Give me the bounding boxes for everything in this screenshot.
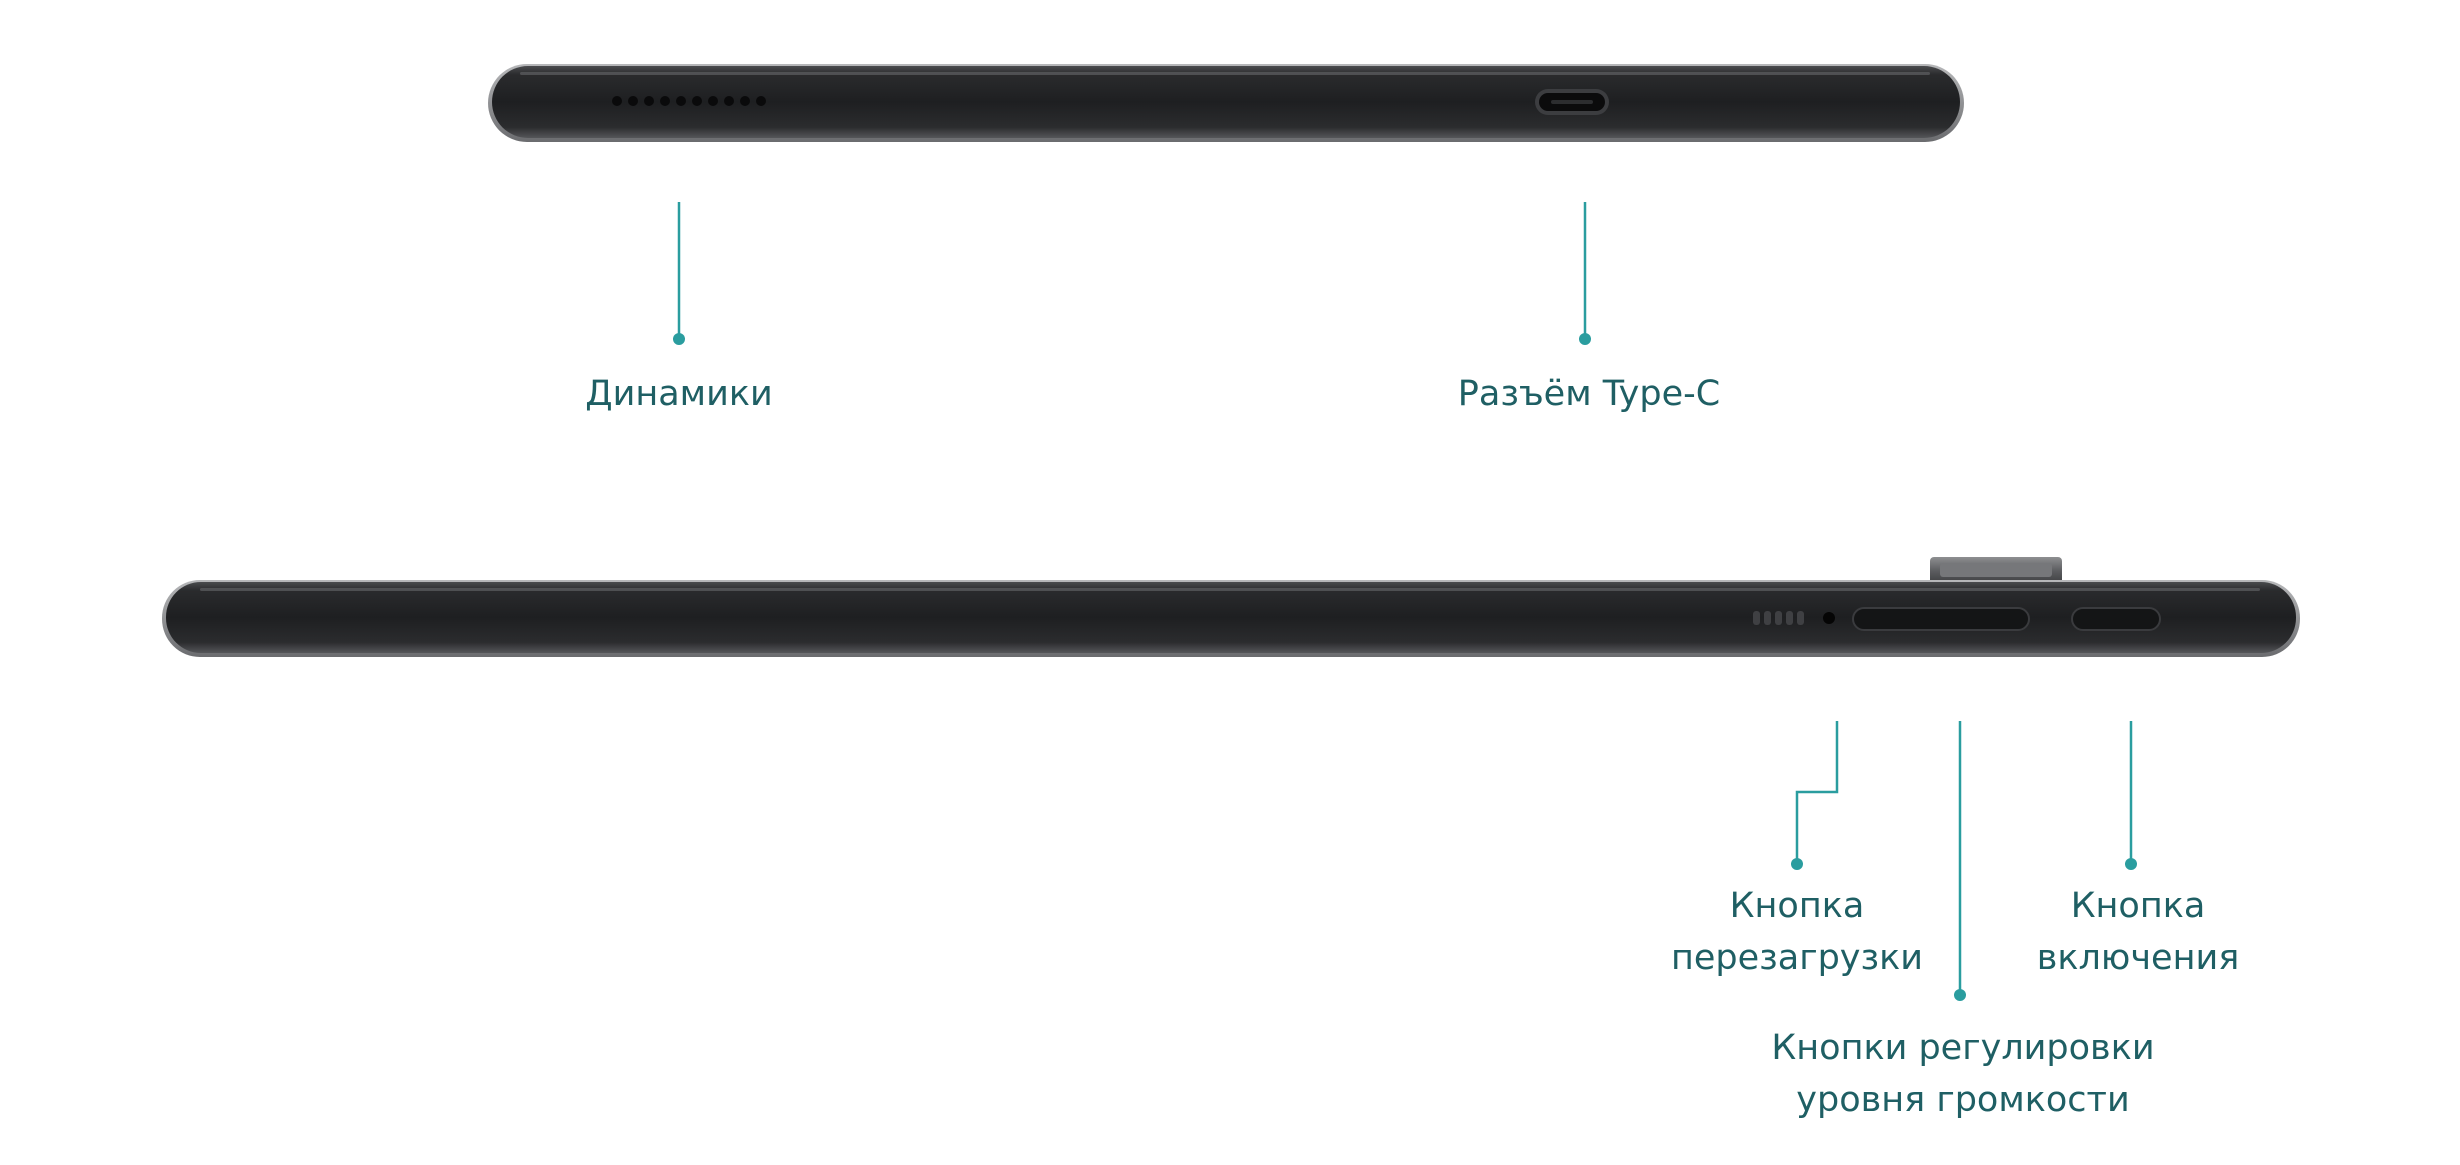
label-reset-button: Кнопка перезагрузки [1671,880,1923,984]
label-speakers-text: Динамики [585,374,773,414]
label-reset-line1: Кнопка [1729,886,1865,926]
label-volume-buttons: Кнопки регулировки уровня громкости [1771,1022,2154,1126]
callout-line-reset [1795,721,1839,862]
type-c-port [1535,89,1609,115]
label-speakers: Динамики [585,368,772,420]
microphone-holes [1753,611,1804,625]
callouts [677,202,2133,993]
callout-dots [673,333,2137,1001]
power-key [2071,607,2161,631]
reset-hole [1823,612,1835,624]
device-side-edge [162,557,2300,657]
label-power-line1: Кнопка [2070,886,2206,926]
label-reset-line2: перезагрузки [1670,938,1924,978]
speaker-grille [612,96,766,106]
label-power-line2: включения [2036,938,2240,978]
sim-tray [1930,557,2062,585]
label-volume-line2: уровня громкости [1796,1080,2130,1120]
device-bottom-edge [488,64,1964,142]
volume-rocker [1852,607,2030,631]
label-power-button: Кнопка включения [2037,880,2240,984]
label-type-c-text: Разъём Type-C [1457,374,1721,414]
label-volume-line1: Кнопки регулировки [1771,1028,2155,1068]
label-type-c: Разъём Type-C [1458,368,1720,420]
